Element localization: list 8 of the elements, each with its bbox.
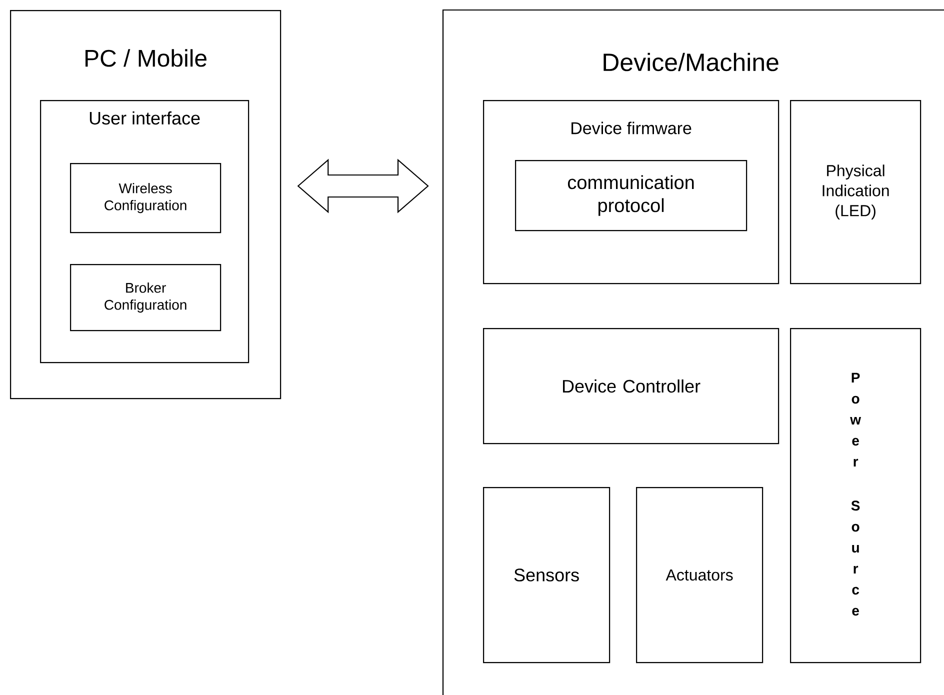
component-box: Power Source <box>790 328 922 664</box>
component-box: communication protocol <box>515 160 748 232</box>
component-box: Device Controller <box>483 328 780 444</box>
component-box: Broker Configuration <box>70 264 222 332</box>
component-box: Actuators <box>636 487 764 664</box>
component-box: Sensors <box>483 487 610 664</box>
component-box: Wireless Configuration <box>70 163 222 234</box>
component-box: Physical Indication (LED) <box>790 100 922 284</box>
